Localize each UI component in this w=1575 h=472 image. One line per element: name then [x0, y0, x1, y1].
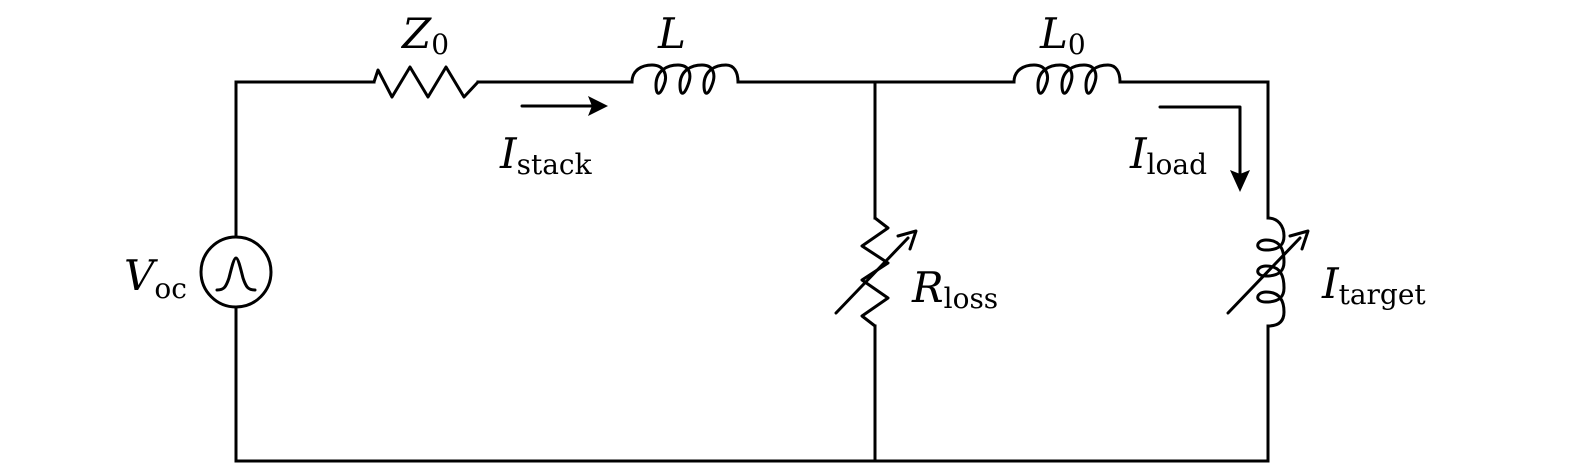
label-i-target: Itarget — [1321, 259, 1426, 311]
arrowhead-down-icon — [1230, 170, 1250, 192]
current-arrow-load — [1158, 105, 1250, 192]
inductor-l0 — [1012, 63, 1122, 95]
variable-arrow-shaft — [834, 236, 910, 315]
wire-left-top — [234, 80, 376, 239]
label-voc: Voc — [124, 251, 187, 305]
variable-resistor-rloss — [834, 216, 918, 328]
current-arrow-stack — [520, 96, 608, 116]
label-i-stack: Istack — [499, 129, 593, 181]
label-l0: L0 — [1039, 9, 1086, 61]
inductor-coil — [1256, 216, 1286, 328]
variable-inductor-target — [1226, 216, 1310, 328]
voltage-source — [199, 235, 273, 309]
variable-arrow-head-icon — [1288, 229, 1310, 251]
resistor-z0 — [372, 65, 480, 99]
wire-bottom — [234, 305, 1270, 463]
label-r-loss: Rloss — [911, 263, 998, 315]
inductor-l — [630, 63, 740, 95]
label-i-load: Iload — [1129, 129, 1207, 181]
arrowhead-right-icon — [588, 96, 608, 116]
source-circle — [199, 235, 273, 309]
pulse-icon — [215, 256, 257, 292]
wire-l0-to-right — [1118, 80, 1270, 220]
label-z0: Z0 — [400, 9, 449, 61]
variable-arrow-head-icon — [896, 229, 918, 251]
arrow-shaft — [1158, 105, 1242, 176]
variable-arrow-shaft — [1226, 236, 1302, 315]
label-l: L — [657, 9, 686, 58]
wires — [234, 80, 1270, 463]
